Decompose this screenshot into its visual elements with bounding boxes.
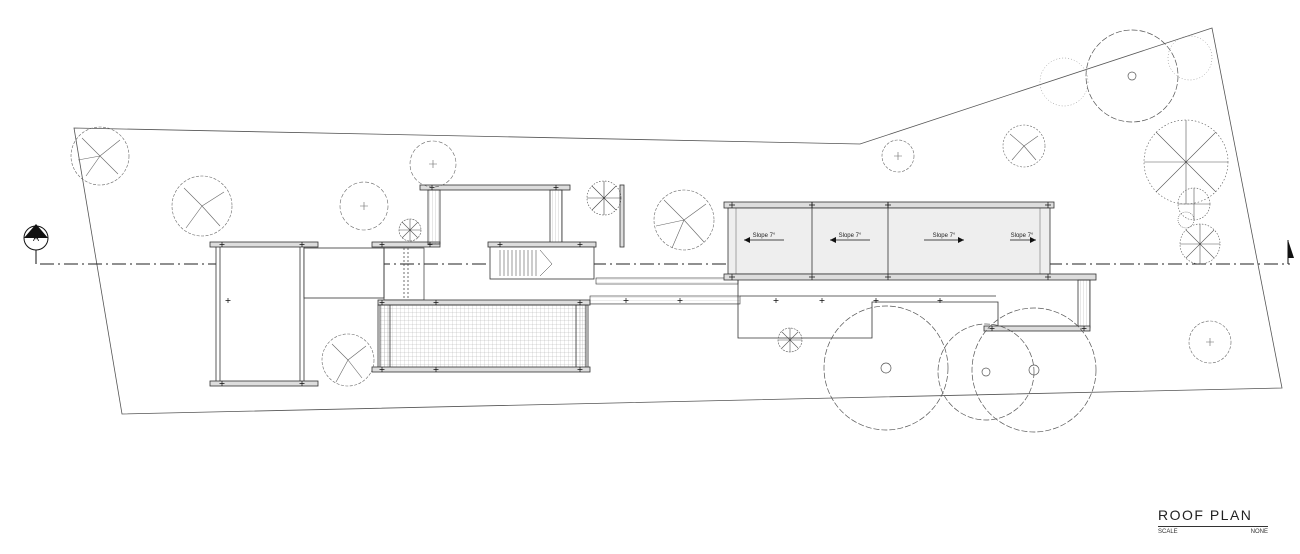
walkway	[589, 277, 741, 305]
site-boundary	[73, 27, 1283, 415]
slope-annotation-2: Slope 7°	[830, 233, 870, 243]
title-block: ROOF PLAN SCALE NONE	[1158, 506, 1268, 535]
scale-value: NONE	[1250, 529, 1268, 535]
tree-14	[1002, 124, 1046, 168]
tree-9	[777, 327, 803, 353]
tree-5	[398, 218, 422, 242]
tree-13	[881, 139, 915, 173]
tree-10	[823, 305, 949, 431]
tree-8	[321, 333, 375, 387]
tree-2	[171, 175, 233, 237]
tree-1	[70, 126, 130, 186]
title-rule	[1158, 526, 1268, 527]
slope-label: Slope 7°	[839, 233, 862, 239]
slope-label: Slope 7°	[1011, 233, 1034, 239]
tree-15	[1085, 29, 1179, 123]
tree-11	[937, 323, 1035, 421]
tree-16	[1039, 35, 1213, 107]
left-building-block	[209, 241, 441, 387]
tree-21	[1188, 320, 1232, 364]
section-marker-end	[1287, 240, 1294, 264]
lower-center-block	[371, 299, 591, 373]
tree-7	[653, 189, 715, 251]
upper-center-block	[419, 184, 625, 280]
tree-20	[1177, 211, 1195, 229]
column-marks	[219, 185, 1087, 386]
lower-right-block	[737, 279, 1091, 339]
scale-label: SCALE	[1158, 529, 1178, 535]
tree-17	[1143, 119, 1229, 205]
tree-12	[971, 307, 1097, 433]
tree-19	[1179, 223, 1221, 265]
right-roof	[723, 201, 1097, 281]
slope-annotation-4: Slope 7°	[1010, 233, 1036, 243]
slope-annotation-3: Slope 7°	[924, 233, 964, 243]
tree-4	[409, 140, 457, 188]
tree-18	[1177, 187, 1211, 221]
tree-6	[586, 180, 622, 216]
plan-title: ROOF PLAN	[1158, 507, 1253, 523]
slope-label: Slope 7°	[753, 233, 776, 239]
tree-3	[339, 181, 389, 231]
scale-row: SCALE NONE	[1158, 529, 1268, 535]
slope-label: Slope 7°	[933, 233, 956, 239]
slope-annotation-1: Slope 7°	[744, 233, 784, 243]
stair-treads	[499, 249, 553, 277]
link-bridge	[383, 247, 425, 301]
section-marker-a: A	[23, 224, 49, 264]
section-marker-letter: A	[33, 233, 39, 243]
